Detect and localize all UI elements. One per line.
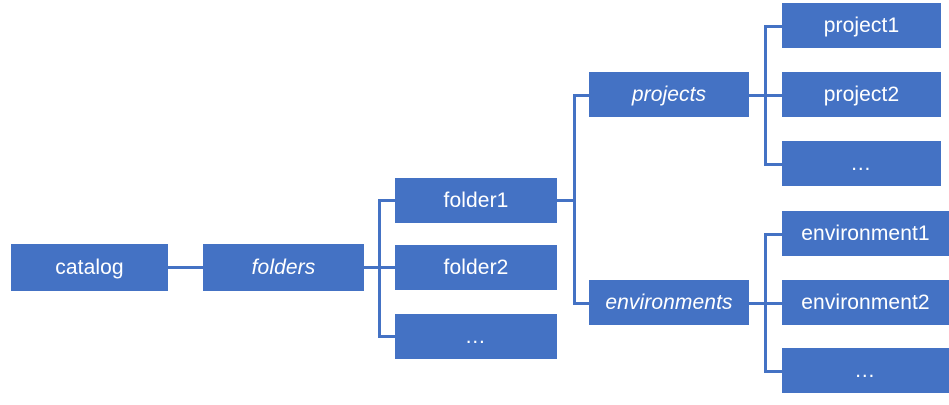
node-project1-label: project1	[823, 14, 900, 37]
node-environment-more[interactable]: …	[782, 348, 949, 393]
connector-folder1-to-bus	[557, 199, 576, 202]
node-projects[interactable]: projects	[589, 72, 749, 117]
connector-bus-to-project1	[764, 25, 783, 28]
node-folder1-label: folder1	[443, 189, 509, 212]
node-project-more-label: …	[850, 152, 873, 175]
node-folders[interactable]: folders	[203, 244, 364, 291]
node-folder2-label: folder2	[443, 256, 509, 279]
node-folder-more-label: …	[464, 325, 488, 348]
connector-bus-to-environments	[573, 302, 590, 305]
node-projects-label: projects	[631, 83, 707, 106]
connector-folders-to-bus	[363, 266, 381, 269]
connector-bus-to-folder-more	[378, 335, 395, 338]
node-folder2[interactable]: folder2	[395, 245, 557, 290]
node-project2[interactable]: project2	[782, 72, 941, 117]
connector-bus-to-environment-more	[764, 370, 783, 373]
node-environment2[interactable]: environment2	[782, 280, 949, 325]
connector-children-vertical-bus	[573, 94, 576, 303]
connector-catalog-to-folders	[167, 266, 203, 269]
node-folders-label: folders	[251, 256, 316, 279]
node-folder-more[interactable]: …	[395, 314, 557, 359]
connector-bus-to-folder1	[378, 199, 395, 202]
node-project1[interactable]: project1	[782, 3, 941, 48]
node-catalog-label: catalog	[55, 256, 124, 279]
connector-bus-to-project-more	[764, 163, 783, 166]
node-project2-label: project2	[823, 83, 900, 106]
connector-bus-to-environment1	[764, 233, 783, 236]
node-environment2-label: environment2	[801, 291, 930, 314]
connector-bus-to-environment2	[764, 302, 783, 305]
node-environment1-label: environment1	[801, 222, 930, 245]
node-environment1[interactable]: environment1	[782, 211, 949, 256]
node-catalog[interactable]: catalog	[11, 244, 168, 291]
node-environments-label: environments	[605, 291, 733, 314]
connector-bus-to-project2	[764, 94, 783, 97]
node-environments[interactable]: environments	[589, 280, 749, 325]
connector-environments-to-bus	[748, 302, 766, 305]
connector-bus-to-projects	[573, 94, 590, 97]
connector-bus-to-folder2	[378, 266, 395, 269]
node-project-more[interactable]: …	[782, 141, 941, 186]
connector-projects-to-bus	[748, 94, 766, 97]
node-environment-more-label: …	[854, 359, 877, 382]
node-folder1[interactable]: folder1	[395, 178, 557, 223]
